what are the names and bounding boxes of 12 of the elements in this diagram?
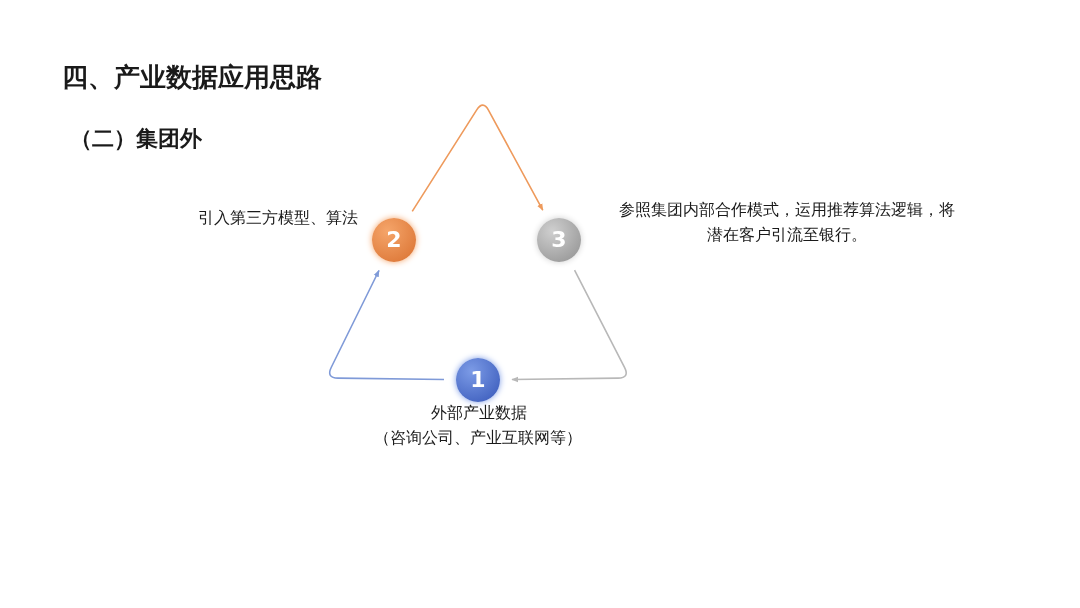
description-text: （咨询公司、产业互联网等） xyxy=(373,428,583,449)
number-circle: 2 xyxy=(372,218,416,262)
description-text: 外部产业数据 xyxy=(430,403,528,424)
number-circle: 3 xyxy=(537,218,581,262)
arrow xyxy=(328,269,445,381)
description-text: 参照集团内部合作模式，运用推荐算法逻辑，将潜在客户引流至银行。 xyxy=(618,199,956,246)
arrow xyxy=(411,104,544,213)
subheading: （二）集团外 xyxy=(70,125,202,153)
arrow xyxy=(511,269,628,383)
description-text: 引入第三方模型、算法 xyxy=(198,208,358,229)
number-circle: 1 xyxy=(456,358,500,402)
title: 四、产业数据应用思路 xyxy=(62,61,322,94)
